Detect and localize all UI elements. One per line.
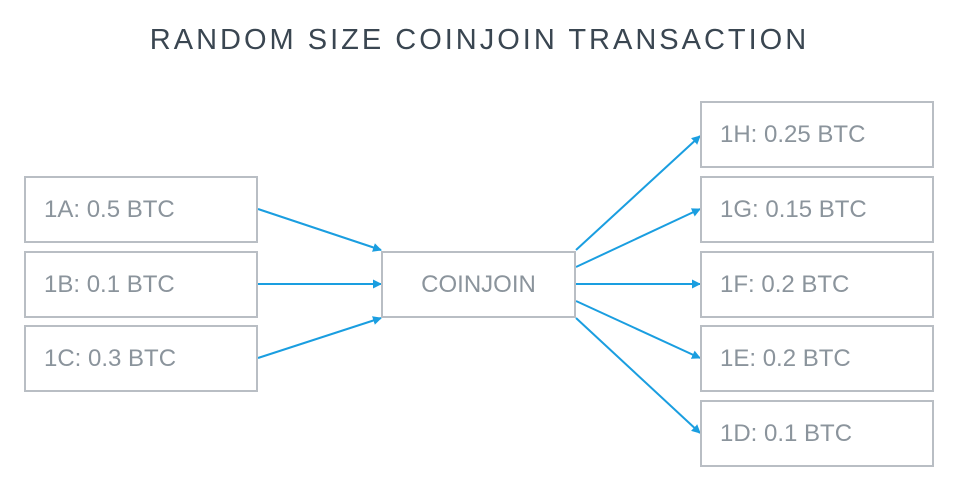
output-box-1d: 1D: 0.1 BTC (700, 400, 934, 467)
coinjoin-box: COINJOIN (381, 251, 576, 318)
output-box-1h: 1H: 0.25 BTC (700, 101, 934, 168)
output-box-1f: 1F: 0.2 BTC (700, 251, 934, 318)
input-label-1a: 1A: 0.5 BTC (44, 195, 175, 223)
output-label-1f: 1F: 0.2 BTC (720, 270, 850, 298)
output-box-1g: 1G: 0.15 BTC (700, 176, 934, 243)
output-label-1e: 1E: 0.2 BTC (720, 344, 851, 372)
arrow-1a-to-coinjoin (257, 208, 382, 252)
input-label-1c: 1C: 0.3 BTC (44, 344, 177, 372)
arrow-group (257, 135, 701, 434)
output-label-1g: 1G: 0.15 BTC (720, 195, 867, 223)
arrow-coinjoin-to-1e (575, 300, 701, 359)
output-box-1e: 1E: 0.2 BTC (700, 325, 934, 392)
input-box-1a: 1A: 0.5 BTC (24, 176, 258, 243)
diagram-title: RANDOM SIZE COINJOIN TRANSACTION (149, 24, 810, 56)
coinjoin-label: COINJOIN (421, 270, 536, 298)
arrow-coinjoin-to-1g (575, 208, 701, 268)
input-box-1b: 1B: 0.1 BTC (24, 251, 258, 318)
arrow-1c-to-coinjoin (257, 316, 382, 359)
arrow-coinjoin-to-1h (575, 135, 701, 251)
output-label-1d: 1D: 0.1 BTC (720, 419, 853, 447)
arrow-coinjoin-to-1d (575, 317, 701, 434)
input-box-1c: 1C: 0.3 BTC (24, 325, 258, 392)
output-label-1h: 1H: 0.25 BTC (720, 120, 866, 148)
input-label-1b: 1B: 0.1 BTC (44, 270, 175, 298)
